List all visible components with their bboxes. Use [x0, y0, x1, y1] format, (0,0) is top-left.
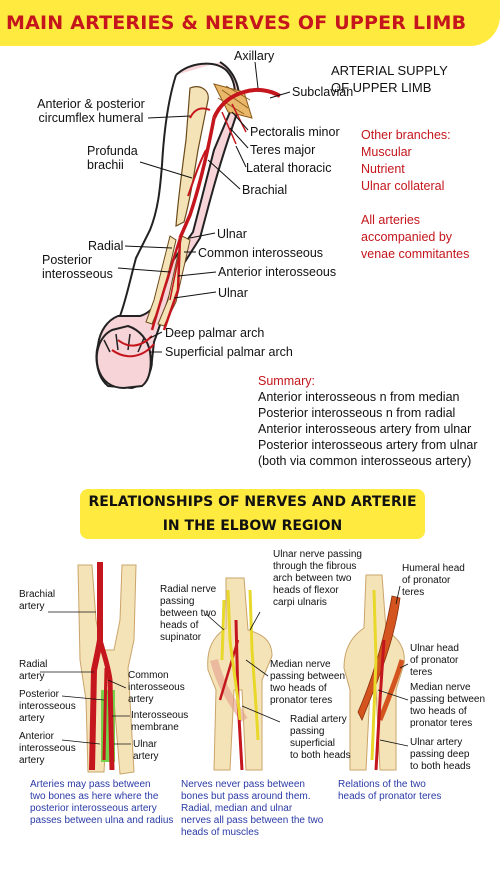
- label-superficial-palmar-arch: Superficial palmar arch: [165, 345, 293, 359]
- summary-line: (both via common interosseous artery): [258, 454, 472, 468]
- radial-artery-arm: [150, 237, 182, 331]
- elbow-panel-bones-3: [343, 574, 405, 771]
- radius-bone: [145, 235, 177, 325]
- interosseous-artery: [169, 249, 181, 301]
- pronator-teres-shape: [357, 595, 401, 721]
- axillary-artery: [212, 87, 282, 119]
- humerus-bone: [175, 86, 209, 228]
- label-brachial: Brachial: [242, 183, 288, 197]
- page-title: MAIN ARTERIES & NERVES OF UPPER LIMB: [6, 12, 467, 34]
- elbow-panel-bones-2: [207, 577, 273, 771]
- circumflex-artery: [189, 107, 211, 119]
- summary-title: Summary:: [258, 374, 315, 388]
- label-subclavian: Subclavian: [292, 85, 354, 99]
- label-radial: Radial: [88, 239, 124, 253]
- elbow-panel-bones-1: [77, 562, 137, 775]
- elbow-title-line2: IN THE ELBOW REGION: [162, 518, 343, 534]
- thoracic-artery: [221, 103, 247, 145]
- profunda-artery: [187, 149, 207, 197]
- summary-line: Posterior interosseous n from radial: [258, 406, 456, 420]
- hand-outline: [95, 324, 152, 390]
- summary-line: Posterior interosseous artery from ulnar: [258, 438, 478, 452]
- other-branches: Other branches: Muscular Nutrient Ulnar …: [361, 128, 451, 193]
- elbow-title-line1: RELATIONSHIPS OF NERVES AND ARTERIE: [88, 494, 417, 510]
- label-ulnar-lower: Ulnar: [218, 286, 248, 300]
- label-teres-major: Teres major: [250, 143, 316, 157]
- label-axillary: Axillary: [234, 49, 275, 63]
- label-lateral-thoracic: Lateral thoracic: [246, 161, 332, 175]
- elbow-section-banner: RELATIONSHIPS OF NERVES AND ARTERIE IN T…: [80, 489, 425, 539]
- palmar-arch: [111, 335, 155, 358]
- title-banner: MAIN ARTERIES & NERVES OF UPPER LIMB: [0, 0, 500, 46]
- label-deep-palmar-arch: Deep palmar arch: [165, 326, 265, 340]
- venae-note: All arteries accompanied by venae commit…: [361, 213, 470, 261]
- summary-line: Anterior interosseous n from median: [258, 390, 460, 404]
- label-pectoralis-minor: Pectoralis minor: [250, 125, 340, 139]
- label-ulnar-upper: Ulnar: [217, 227, 247, 241]
- label-anterior-interosseous: Anterior interosseous: [218, 265, 337, 279]
- summary-line: Anterior interosseous artery from ulnar: [258, 422, 472, 436]
- brachial-artery: [178, 117, 216, 239]
- summary-block: Summary: Anterior interosseous n from me…: [258, 373, 478, 469]
- label-common-interosseous: Common interosseous: [198, 246, 324, 260]
